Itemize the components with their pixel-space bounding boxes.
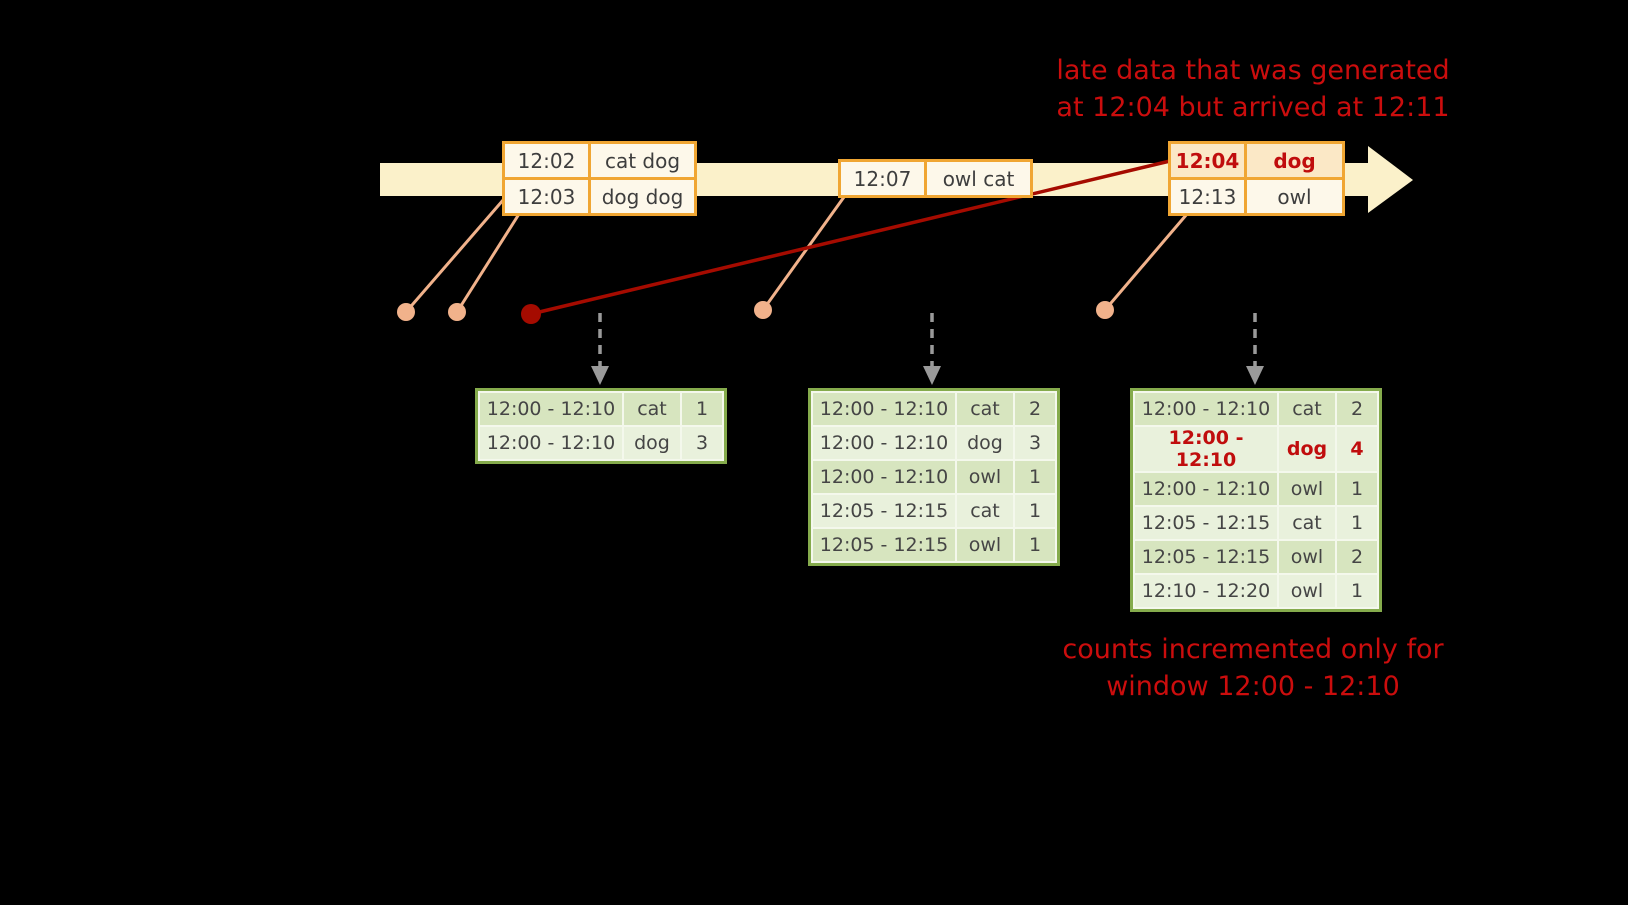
late-data-annotation: late data that was generated at 12:04 bu…: [1033, 52, 1473, 126]
late-data-annotation-line1: late data that was generated: [1056, 55, 1450, 86]
count-cell: 2: [1015, 393, 1055, 425]
result-table-2: 12:00 - 12:10 cat 2 12:00 - 12:10 dog 3 …: [808, 388, 1060, 566]
event-words: owl: [1244, 177, 1345, 216]
window-cell: 12:00 - 12:10: [1135, 393, 1277, 425]
event-time: 12:04: [1168, 141, 1247, 180]
count-cell: 2: [1337, 541, 1377, 573]
window-cell: 12:00 - 12:10: [1135, 427, 1277, 471]
event-dot: [1096, 301, 1114, 319]
count-cell: 1: [1015, 529, 1055, 561]
window-cell: 12:00 - 12:10: [480, 427, 622, 459]
table-row: 12:05 - 12:15 owl 2: [1135, 541, 1377, 573]
event-dot: [397, 303, 415, 321]
table-row-late-update: 12:00 - 12:10 dog 4: [1135, 427, 1377, 471]
count-cell: 1: [1337, 473, 1377, 505]
window-cell: 12:05 - 12:15: [813, 495, 955, 527]
late-event-row: 12:04 dog: [1168, 141, 1345, 180]
window-cell: 12:05 - 12:15: [1135, 541, 1277, 573]
word-cell: dog: [624, 427, 680, 459]
table-row: 12:05 - 12:15 owl 1: [813, 529, 1055, 561]
window-cell: 12:00 - 12:10: [813, 393, 955, 425]
trigger-arrowhead-icon: [923, 366, 941, 385]
event-box-1204-late: 12:04 dog 12:13 owl: [1168, 141, 1345, 216]
counts-annotation-line2: window 12:00 - 12:10: [1106, 671, 1400, 702]
word-cell: cat: [1279, 393, 1335, 425]
event-row: 12:02 cat dog: [502, 141, 697, 180]
event-time: 12:02: [502, 141, 591, 180]
event-dot: [754, 301, 772, 319]
table-row: 12:00 - 12:10 cat 2: [813, 393, 1055, 425]
word-cell: dog: [957, 427, 1013, 459]
window-cell: 12:00 - 12:10: [1135, 473, 1277, 505]
event-row: 12:07 owl cat: [838, 159, 1033, 198]
word-cell: cat: [957, 393, 1013, 425]
timeline-arrowhead-icon: [1368, 146, 1413, 213]
window-cell: 12:05 - 12:15: [1135, 507, 1277, 539]
trigger-arrowhead-icon: [1246, 366, 1264, 385]
result-table-1: 12:00 - 12:10 cat 1 12:00 - 12:10 dog 3: [475, 388, 727, 464]
table-row: 12:00 - 12:10 owl 1: [813, 461, 1055, 493]
count-cell: 1: [1337, 507, 1377, 539]
connector-line: [455, 213, 521, 313]
word-cell: owl: [957, 461, 1013, 493]
event-row: 12:03 dog dog: [502, 177, 697, 216]
event-box-1207: 12:07 owl cat: [838, 159, 1033, 198]
late-data-dot: [521, 304, 541, 324]
window-cell: 12:00 - 12:10: [480, 393, 622, 425]
event-row: 12:13 owl: [1168, 177, 1345, 216]
count-cell: 1: [1337, 575, 1377, 607]
window-cell: 12:00 - 12:10: [813, 461, 955, 493]
late-data-annotation-line2: at 12:04 but arrived at 12:11: [1056, 92, 1450, 123]
connector-line: [404, 198, 506, 313]
word-cell: owl: [1279, 575, 1335, 607]
event-words: owl cat: [924, 159, 1033, 198]
table-row: 12:10 - 12:20 owl 1: [1135, 575, 1377, 607]
word-cell: cat: [957, 495, 1013, 527]
word-cell: dog: [1279, 427, 1335, 471]
table-row: 12:05 - 12:15 cat 1: [1135, 507, 1377, 539]
late-data-line: [530, 159, 1171, 316]
count-cell: 3: [682, 427, 722, 459]
table-row: 12:00 - 12:10 cat 2: [1135, 393, 1377, 425]
count-cell: 3: [1015, 427, 1055, 459]
counts-incremented-annotation: counts incremented only for window 12:00…: [1033, 631, 1473, 705]
count-cell: 1: [1015, 495, 1055, 527]
event-time: 12:13: [1168, 177, 1247, 216]
word-cell: cat: [1279, 507, 1335, 539]
word-cell: owl: [957, 529, 1013, 561]
connector-line: [761, 196, 846, 311]
table-row: 12:00 - 12:10 dog 3: [480, 427, 722, 459]
word-cell: owl: [1279, 473, 1335, 505]
event-words: dog: [1244, 141, 1345, 180]
window-cell: 12:00 - 12:10: [813, 427, 955, 459]
event-time: 12:03: [502, 177, 591, 216]
trigger-arrowhead-icon: [591, 366, 609, 385]
count-cell: 2: [1337, 393, 1377, 425]
result-table-3: 12:00 - 12:10 cat 2 12:00 - 12:10 dog 4 …: [1130, 388, 1382, 612]
event-box-1202: 12:02 cat dog 12:03 dog dog: [502, 141, 697, 216]
window-cell: 12:10 - 12:20: [1135, 575, 1277, 607]
word-cell: cat: [624, 393, 680, 425]
connector-line: [1103, 213, 1189, 311]
window-cell: 12:05 - 12:15: [813, 529, 955, 561]
count-cell: 1: [682, 393, 722, 425]
count-cell: 4: [1337, 427, 1377, 471]
table-row: 12:00 - 12:10 owl 1: [1135, 473, 1377, 505]
counts-annotation-line1: counts incremented only for: [1062, 634, 1444, 665]
table-row: 12:05 - 12:15 cat 1: [813, 495, 1055, 527]
table-row: 12:00 - 12:10 dog 3: [813, 427, 1055, 459]
table-row: 12:00 - 12:10 cat 1: [480, 393, 722, 425]
event-dot: [448, 303, 466, 321]
count-cell: 1: [1015, 461, 1055, 493]
event-time: 12:07: [838, 159, 927, 198]
event-words: cat dog: [588, 141, 697, 180]
event-words: dog dog: [588, 177, 697, 216]
word-cell: owl: [1279, 541, 1335, 573]
